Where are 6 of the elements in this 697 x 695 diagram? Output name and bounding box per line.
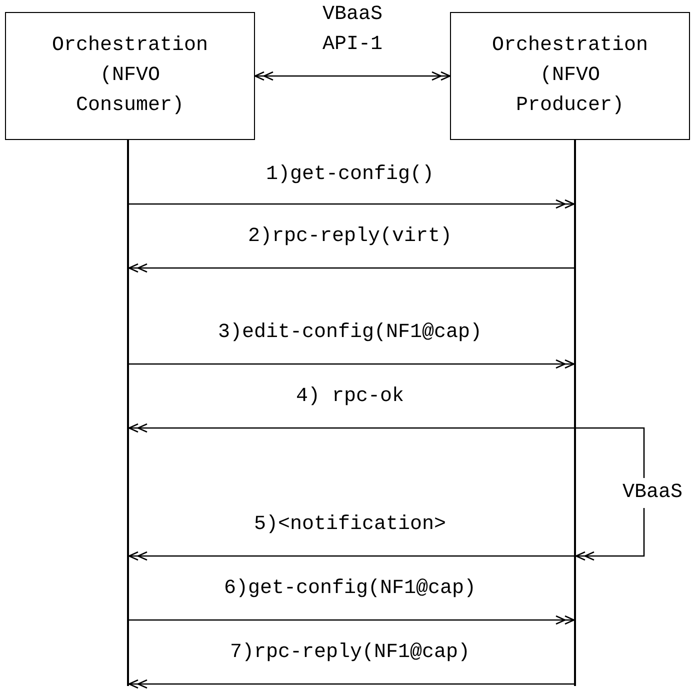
participant-label: Orchestration (NFVO Producer) [490,33,650,119]
participant-box [5,12,255,140]
participant-box [450,12,690,140]
lifeline [574,140,576,686]
participant-label: Orchestration (NFVO Consumer) [50,33,210,119]
lifeline [127,140,129,686]
